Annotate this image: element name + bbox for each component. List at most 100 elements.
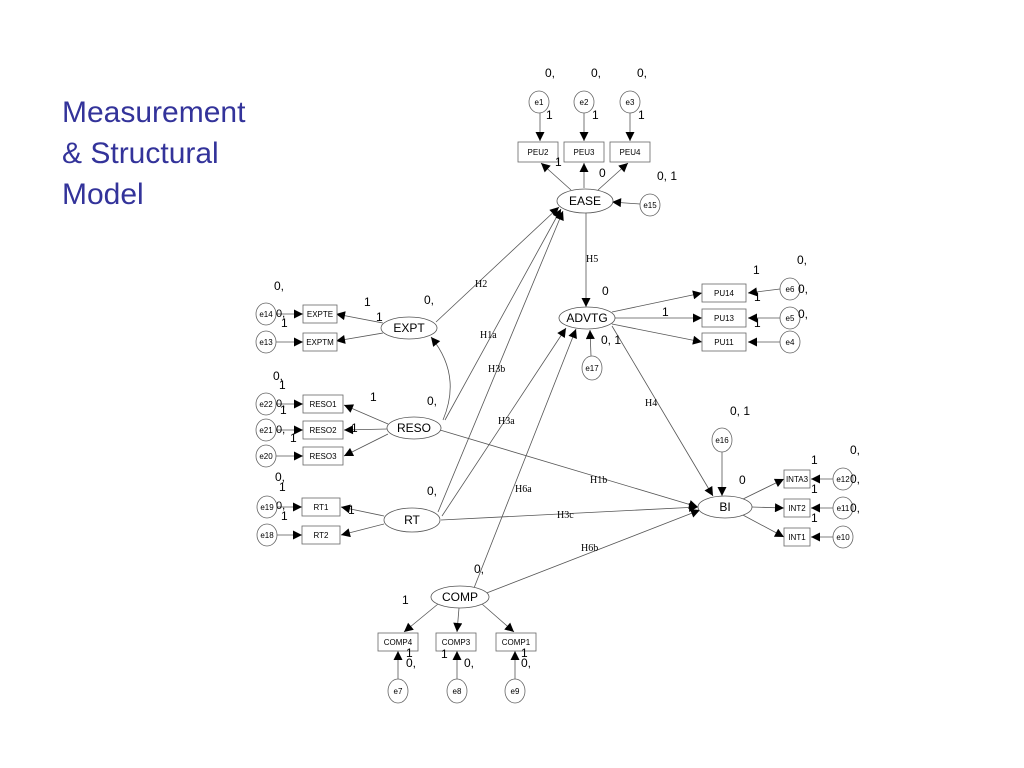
path-h3c bbox=[440, 502, 699, 521]
param-label: 0, bbox=[850, 443, 860, 457]
svg-text:e10: e10 bbox=[836, 533, 850, 542]
svg-text:COMP1: COMP1 bbox=[502, 638, 531, 647]
param-label: 0 bbox=[602, 284, 609, 298]
param-label: 0, bbox=[275, 470, 285, 484]
param-label: 1 bbox=[753, 263, 760, 277]
label-h3c: H3c bbox=[557, 510, 574, 521]
observed-variables: PEU2 PEU3 PEU4 EXPTE EXPTM PU14 PU13 PU1… bbox=[301, 141, 811, 652]
param-label: 0 bbox=[599, 166, 606, 180]
svg-text:RESO2: RESO2 bbox=[309, 426, 337, 435]
err-e12: e12 bbox=[832, 467, 854, 491]
param-label: 1 bbox=[811, 511, 818, 525]
param-label: 1 bbox=[754, 316, 761, 330]
param-label: 0, bbox=[521, 656, 531, 670]
latent-comp-label: COMP bbox=[442, 590, 478, 604]
param-label: 1 bbox=[638, 108, 645, 122]
svg-text:e9: e9 bbox=[511, 687, 520, 696]
err-e2: e2 bbox=[573, 90, 595, 114]
structural-paths bbox=[430, 206, 714, 595]
err-e7: e7 bbox=[387, 678, 409, 704]
path-reso-expt-covariance bbox=[430, 336, 451, 421]
obs-peu3: PEU3 bbox=[563, 141, 605, 163]
title-line-2: & Structural bbox=[62, 137, 219, 170]
svg-text:e18: e18 bbox=[260, 531, 274, 540]
err-e1: e1 bbox=[528, 90, 550, 114]
err-e9: e9 bbox=[504, 678, 526, 704]
svg-text:e19: e19 bbox=[260, 503, 274, 512]
err-e14: e14 bbox=[255, 302, 277, 326]
obs-reso1: RESO1 bbox=[302, 394, 344, 414]
err-e19: e19 bbox=[256, 495, 278, 519]
err-e20: e20 bbox=[255, 444, 277, 468]
svg-text:PEU4: PEU4 bbox=[620, 148, 641, 157]
label-h4: H4 bbox=[645, 398, 657, 409]
param-label: 0, bbox=[798, 307, 808, 321]
latent-advtg: ADVTG bbox=[558, 306, 616, 330]
latent-comp: COMP bbox=[430, 585, 490, 609]
obs-peu4: PEU4 bbox=[609, 141, 651, 163]
obs-rt1: RT1 bbox=[301, 497, 341, 517]
svg-text:e22: e22 bbox=[259, 400, 273, 409]
param-label: 1 bbox=[592, 108, 599, 122]
svg-text:e2: e2 bbox=[580, 98, 589, 107]
error-terms: e1 e2 e3 e15 e14 e13 e6 e5 e4 e17 e22 e2… bbox=[255, 90, 854, 704]
latent-variables: EASE EXPT ADVTG RESO RT BI COMP bbox=[380, 188, 753, 609]
svg-text:COMP3: COMP3 bbox=[442, 638, 471, 647]
svg-text:e11: e11 bbox=[837, 504, 850, 513]
svg-text:PU14: PU14 bbox=[714, 289, 735, 298]
svg-text:e7: e7 bbox=[394, 687, 403, 696]
err-e21: e21 bbox=[255, 418, 277, 442]
err-e3: e3 bbox=[619, 90, 641, 114]
param-label: 1 bbox=[370, 390, 377, 404]
obs-pu14: PU14 bbox=[701, 283, 747, 303]
svg-text:e8: e8 bbox=[453, 687, 462, 696]
param-label: 0, bbox=[276, 424, 285, 436]
svg-text:RT1: RT1 bbox=[314, 503, 330, 512]
path-h3a bbox=[441, 327, 567, 517]
latent-ease-label: EASE bbox=[569, 194, 601, 208]
svg-text:e21: e21 bbox=[259, 426, 273, 435]
label-h6b: H6b bbox=[581, 543, 598, 554]
param-label: 1 bbox=[546, 108, 553, 122]
latent-reso: RESO bbox=[386, 416, 442, 440]
latent-expt: EXPT bbox=[380, 316, 438, 340]
svg-text:RESO1: RESO1 bbox=[309, 400, 337, 409]
param-label: 0, bbox=[427, 394, 437, 408]
label-h1b: H1b bbox=[590, 475, 607, 486]
path-h1b bbox=[439, 429, 699, 509]
latent-reso-label: RESO bbox=[397, 421, 431, 435]
err-e15: e15 bbox=[639, 193, 661, 217]
latent-rt-label: RT bbox=[404, 513, 420, 527]
obs-expte: EXPTE bbox=[302, 304, 338, 324]
parameter-labels: 0, 0, 0, 1 1 1 1 0 0, 1 0, 1 0, 0, 1 1 0… bbox=[273, 66, 860, 670]
svg-text:EXPTE: EXPTE bbox=[307, 310, 333, 319]
param-label: 1 bbox=[351, 421, 358, 435]
label-h2: H2 bbox=[475, 279, 487, 290]
param-label: 1 bbox=[364, 295, 371, 309]
obs-pu13: PU13 bbox=[701, 308, 747, 328]
param-label: 0, bbox=[464, 656, 474, 670]
param-label: 1 bbox=[279, 378, 286, 392]
param-label: 0, 1 bbox=[657, 169, 677, 183]
latent-bi: BI bbox=[697, 495, 753, 519]
param-label: 0, bbox=[424, 293, 434, 307]
svg-text:e15: e15 bbox=[643, 201, 657, 210]
svg-text:e17: e17 bbox=[585, 364, 599, 373]
latent-expt-label: EXPT bbox=[393, 321, 425, 335]
svg-text:e13: e13 bbox=[259, 338, 273, 347]
svg-text:PEU3: PEU3 bbox=[574, 148, 595, 157]
param-label: 1 bbox=[376, 310, 383, 324]
param-label: 0, bbox=[276, 500, 285, 512]
obs-int2: INT2 bbox=[783, 498, 811, 518]
err-e22: e22 bbox=[255, 392, 277, 416]
slide-title: Measurement & Structural Model bbox=[62, 92, 322, 215]
svg-text:e20: e20 bbox=[259, 452, 273, 461]
label-h6a: H6a bbox=[515, 484, 532, 495]
latent-bi-label: BI bbox=[719, 500, 730, 514]
err-e17: e17 bbox=[581, 355, 603, 381]
param-label: 1 bbox=[521, 646, 528, 660]
measurement-arrows bbox=[276, 112, 834, 680]
err-e4: e4 bbox=[779, 330, 801, 354]
param-label: 1 bbox=[281, 316, 288, 330]
svg-text:RESO3: RESO3 bbox=[309, 452, 337, 461]
